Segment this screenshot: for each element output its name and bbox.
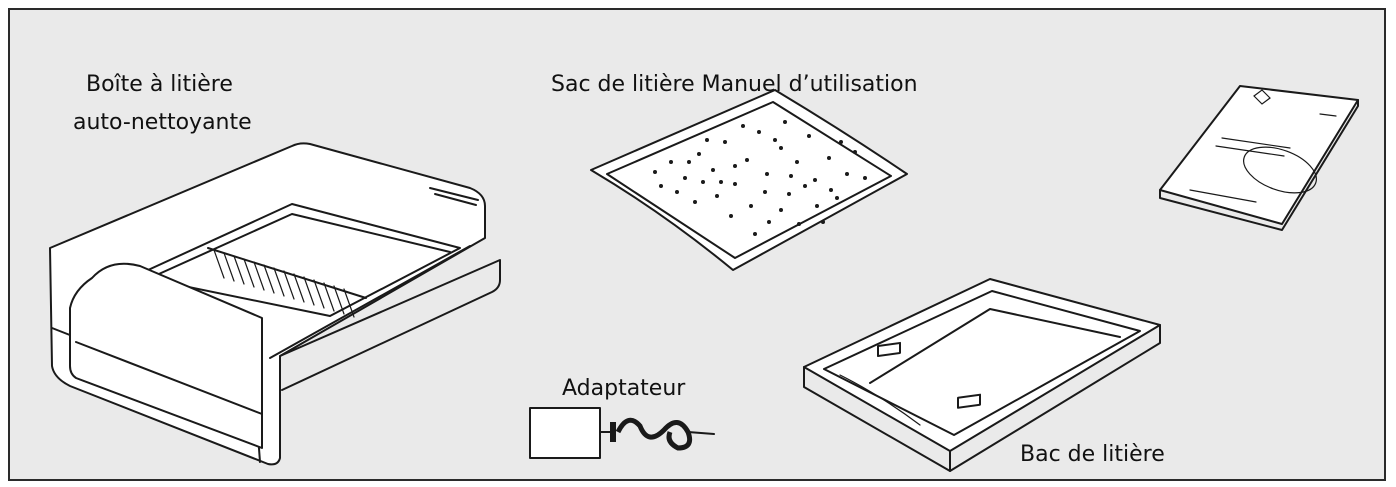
bag-manual-label: Sac de litière Manuel d’utilisation: [551, 72, 918, 97]
litter-bag-icon: [590, 89, 908, 271]
manual-icon: [1159, 85, 1359, 231]
adapter-label: Adaptateur: [562, 376, 686, 401]
tray-label: Bac de litière: [1020, 442, 1165, 467]
adapter-icon: [529, 407, 715, 459]
litter-box-icon: [49, 142, 501, 466]
litter-box-label-line1: Boîte à litière: [86, 72, 233, 97]
tray-icon: [803, 278, 1161, 472]
litter-box-label-line2: auto-nettoyante: [73, 110, 252, 135]
contents-diagram-panel: Boîte à litière auto-nettoyante Sac de l…: [8, 8, 1386, 481]
litter-granules: [653, 120, 867, 236]
